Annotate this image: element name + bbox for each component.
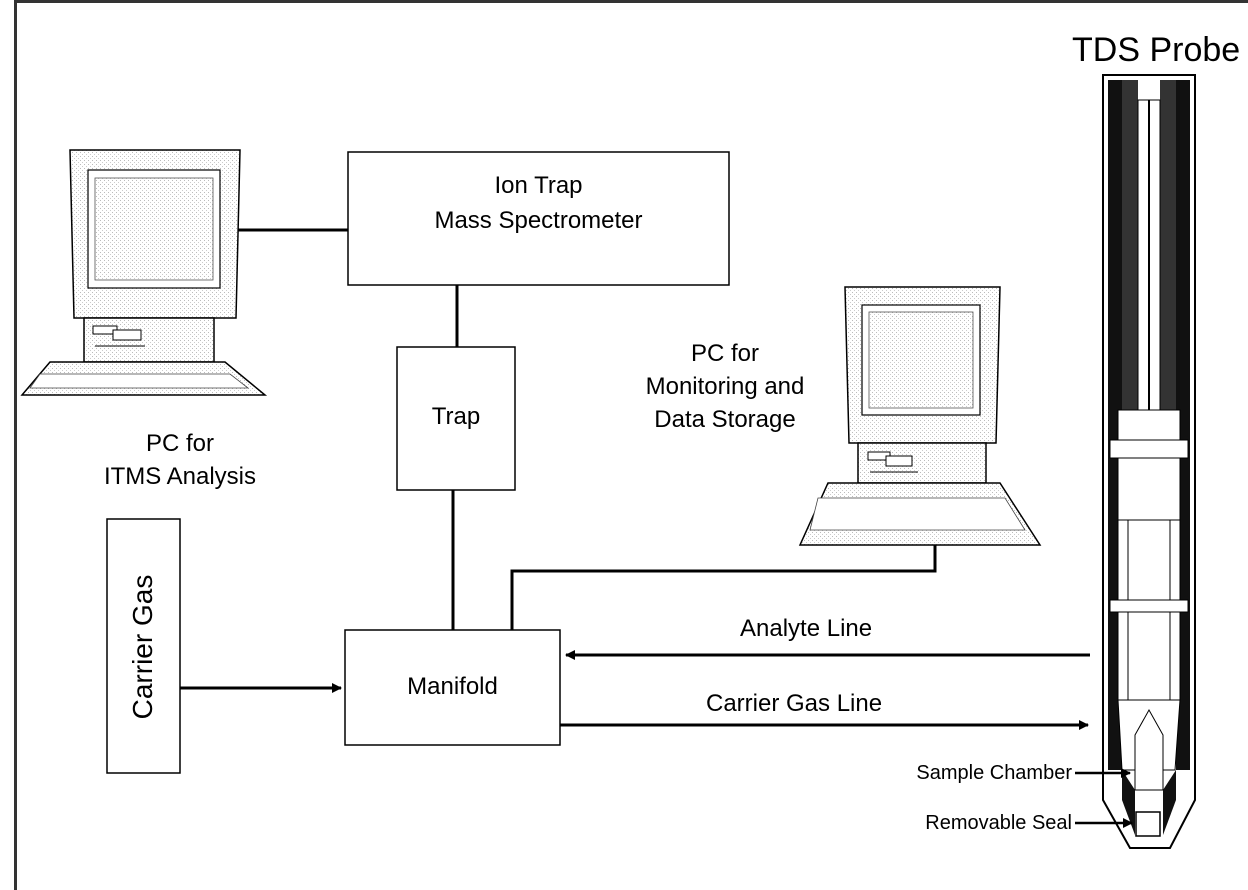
pc-monitoring-label-line2: Monitoring and <box>645 372 805 400</box>
diagram-frame <box>14 0 1248 890</box>
computer-itms-icon <box>20 149 268 396</box>
sample-chamber-label: Sample Chamber <box>916 762 1072 784</box>
removable-seal-label: Removable Seal <box>925 812 1072 834</box>
carrier-gas-box <box>106 518 181 774</box>
ion-trap-label-line1: Ion Trap <box>494 172 583 199</box>
carrier-gas-line-label: Carrier Gas Line <box>706 690 883 717</box>
manifold-box <box>344 629 561 746</box>
tds-probe-icon <box>1102 74 1196 849</box>
manifold-label: Manifold <box>407 673 498 700</box>
pc-itms-label: PC for ITMS Analysis <box>85 430 275 492</box>
pc-monitoring-label-line3: Data Storage <box>654 405 796 433</box>
carrier-gas-label: Carrier Gas <box>127 574 158 720</box>
analyte-line-label: Analyte Line <box>740 615 873 642</box>
ion-trap-label: Ion Trap Mass Spectrometer <box>348 172 729 236</box>
computer-monitoring-icon <box>798 286 1042 546</box>
connector-manifold-to-pc <box>510 545 937 630</box>
ion-trap-label-line2: Mass Spectrometer <box>434 206 643 234</box>
pc-monitoring-label: PC for Monitoring and Data Storage <box>605 340 845 434</box>
pc-monitoring-label-line1: PC for <box>690 340 759 367</box>
pc-itms-label-line2: ITMS Analysis <box>103 462 257 490</box>
pc-itms-label-line1: PC for <box>145 430 214 457</box>
diagram-title: TDS Probe <box>1072 31 1241 69</box>
trap-label: Trap <box>431 403 481 430</box>
ion-trap-box <box>347 151 730 286</box>
trap-box <box>396 346 516 491</box>
